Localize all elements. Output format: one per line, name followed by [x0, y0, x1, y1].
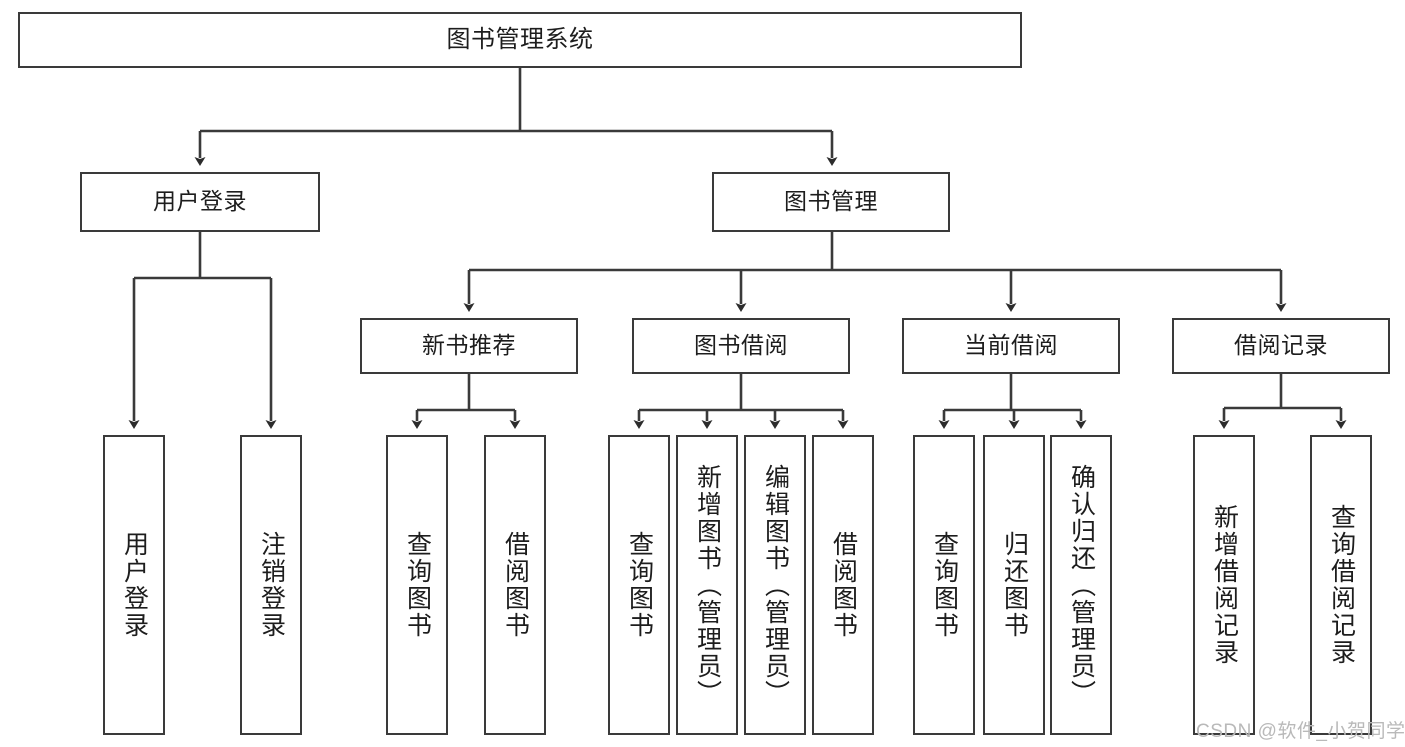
node-leaf-query-book-borrow-label: 查询图书 — [625, 531, 654, 639]
node-leaf-add-borrow-record-label: 新增借阅记录 — [1210, 504, 1239, 666]
node-leaf-add-book-admin[interactable]: 新增图书（管理员） — [676, 435, 738, 735]
node-leaf-borrow-book[interactable]: 借阅图书 — [812, 435, 874, 735]
node-leaf-query-book-borrow[interactable]: 查询图书 — [608, 435, 670, 735]
node-leaf-user-login[interactable]: 用户登录 — [103, 435, 165, 735]
node-leaf-user-logout[interactable]: 注销登录 — [240, 435, 302, 735]
node-leaf-confirm-return-admin-label: 确认归还（管理员） — [1067, 463, 1096, 707]
node-book-borrow-label: 图书借阅 — [694, 332, 788, 359]
node-book-manage[interactable]: 图书管理 — [712, 172, 950, 232]
node-leaf-borrow-book-label: 借阅图书 — [829, 531, 858, 639]
node-user-login[interactable]: 用户登录 — [80, 172, 320, 232]
node-leaf-add-borrow-record[interactable]: 新增借阅记录 — [1193, 435, 1255, 735]
node-leaf-return-book-label: 归还图书 — [1000, 531, 1029, 639]
node-leaf-edit-book-admin[interactable]: 编辑图书（管理员） — [744, 435, 806, 735]
watermark: CSDN @软件_小贺同学 — [1196, 721, 1405, 742]
node-leaf-borrow-book-rec-label: 借阅图书 — [501, 531, 530, 639]
node-leaf-query-borrow-record[interactable]: 查询借阅记录 — [1310, 435, 1372, 735]
node-user-login-label: 用户登录 — [153, 188, 247, 215]
node-new-book-recommend[interactable]: 新书推荐 — [360, 318, 578, 374]
node-leaf-query-book-current-label: 查询图书 — [930, 531, 959, 639]
node-leaf-edit-book-admin-label: 编辑图书（管理员） — [761, 463, 790, 707]
node-leaf-return-book[interactable]: 归还图书 — [983, 435, 1045, 735]
node-root[interactable]: 图书管理系统 — [18, 12, 1022, 68]
node-leaf-query-book-rec[interactable]: 查询图书 — [386, 435, 448, 735]
node-leaf-user-login-label: 用户登录 — [120, 531, 149, 639]
node-leaf-add-book-admin-label: 新增图书（管理员） — [693, 463, 722, 707]
node-leaf-confirm-return-admin[interactable]: 确认归还（管理员） — [1050, 435, 1112, 735]
node-leaf-query-book-current[interactable]: 查询图书 — [913, 435, 975, 735]
node-leaf-borrow-book-rec[interactable]: 借阅图书 — [484, 435, 546, 735]
node-borrow-record-label: 借阅记录 — [1234, 332, 1328, 359]
node-book-manage-label: 图书管理 — [784, 188, 878, 215]
node-current-borrow-label: 当前借阅 — [964, 332, 1058, 359]
node-book-borrow[interactable]: 图书借阅 — [632, 318, 850, 374]
node-new-book-recommend-label: 新书推荐 — [422, 332, 516, 359]
node-root-label: 图书管理系统 — [446, 25, 594, 53]
node-leaf-user-logout-label: 注销登录 — [257, 531, 286, 639]
node-leaf-query-borrow-record-label: 查询借阅记录 — [1327, 504, 1356, 666]
node-current-borrow[interactable]: 当前借阅 — [902, 318, 1120, 374]
node-leaf-query-book-rec-label: 查询图书 — [403, 531, 432, 639]
node-borrow-record[interactable]: 借阅记录 — [1172, 318, 1390, 374]
